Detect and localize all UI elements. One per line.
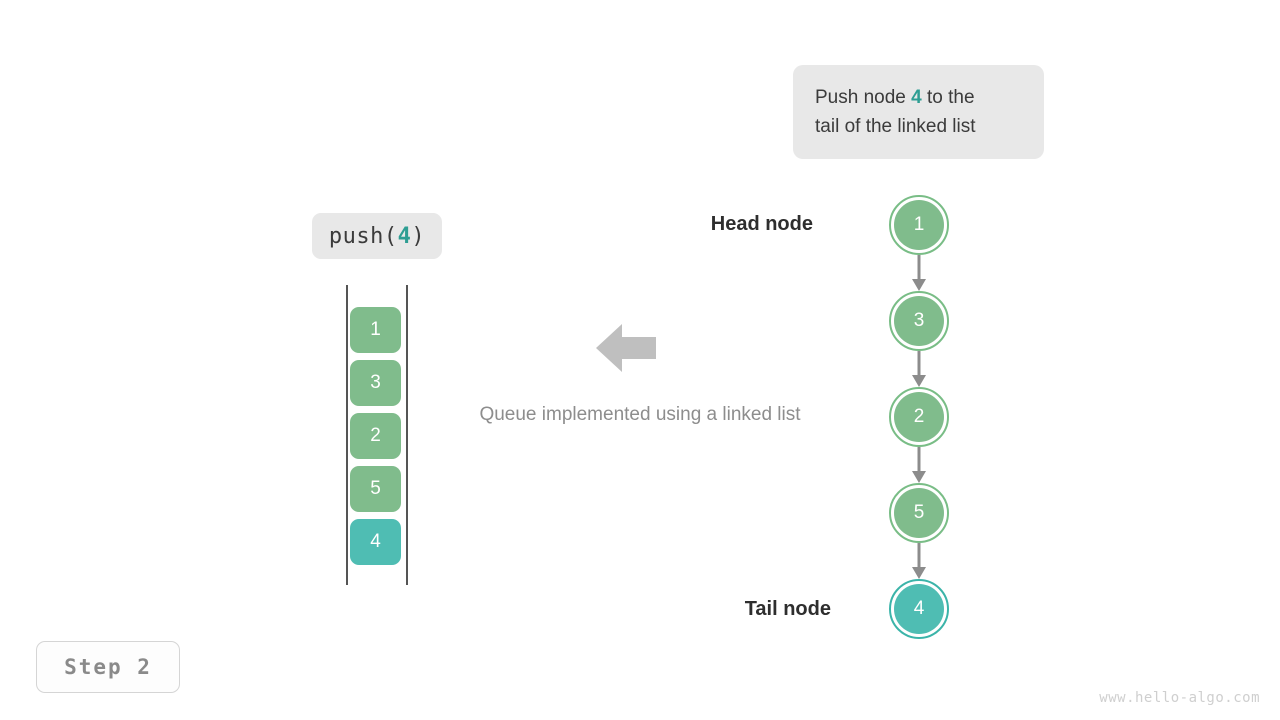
linked-list-node-value: 5 — [894, 488, 944, 538]
linked-list-arrow-icon — [912, 255, 926, 291]
queue-cell: 5 — [350, 466, 401, 512]
queue-cell-value: 2 — [370, 425, 381, 446]
linked-list-node: 1 — [889, 195, 949, 255]
operation-label: push(4) — [312, 213, 442, 259]
queue-rail-right — [406, 285, 408, 585]
queue-rail-left — [346, 285, 348, 585]
step-badge: Step 2 — [36, 641, 180, 693]
operation-label-value: 4 — [397, 223, 412, 249]
linked-list-arrow-icon — [912, 351, 926, 387]
linked-list-node: 2 — [889, 387, 949, 447]
queue-cell-value: 4 — [370, 531, 381, 552]
linked-list-node-value: 3 — [894, 296, 944, 346]
linked-list-node-value: 1 — [894, 200, 944, 250]
callout-text-after: to the — [921, 87, 975, 108]
callout-line2: tail of the linked list — [815, 116, 976, 137]
callout-accent-value: 4 — [911, 87, 922, 108]
linked-list-arrow-icon — [912, 543, 926, 579]
tail-node-label: Tail node — [744, 598, 831, 620]
linked-list-node: 5 — [889, 483, 949, 543]
operation-label-suffix: ) — [411, 223, 426, 249]
linked-list-node-value: 4 — [894, 584, 944, 634]
queue-cell-value: 3 — [370, 372, 381, 393]
left-arrow-icon — [596, 324, 656, 372]
callout-box: Push node 4 to the tail of the linked li… — [793, 65, 1044, 159]
linked-list-node-value: 2 — [894, 392, 944, 442]
queue-cell: 3 — [350, 360, 401, 406]
queue-cell: 4 — [350, 519, 401, 565]
linked-list-node: 4 — [889, 579, 949, 639]
diagram-caption: Queue implemented using a linked list — [479, 404, 801, 425]
operation-label-prefix: push( — [328, 223, 398, 249]
watermark: www.hello-algo.com — [1099, 690, 1260, 706]
queue-cell: 2 — [350, 413, 401, 459]
queue-cell: 1 — [350, 307, 401, 353]
queue-cell-value: 5 — [370, 478, 381, 499]
head-node-label: Head node — [710, 213, 813, 235]
queue-cell-value: 1 — [370, 319, 381, 340]
linked-list-arrow-icon — [912, 447, 926, 483]
linked-list-node: 3 — [889, 291, 949, 351]
callout-text-before: Push node — [815, 87, 912, 108]
